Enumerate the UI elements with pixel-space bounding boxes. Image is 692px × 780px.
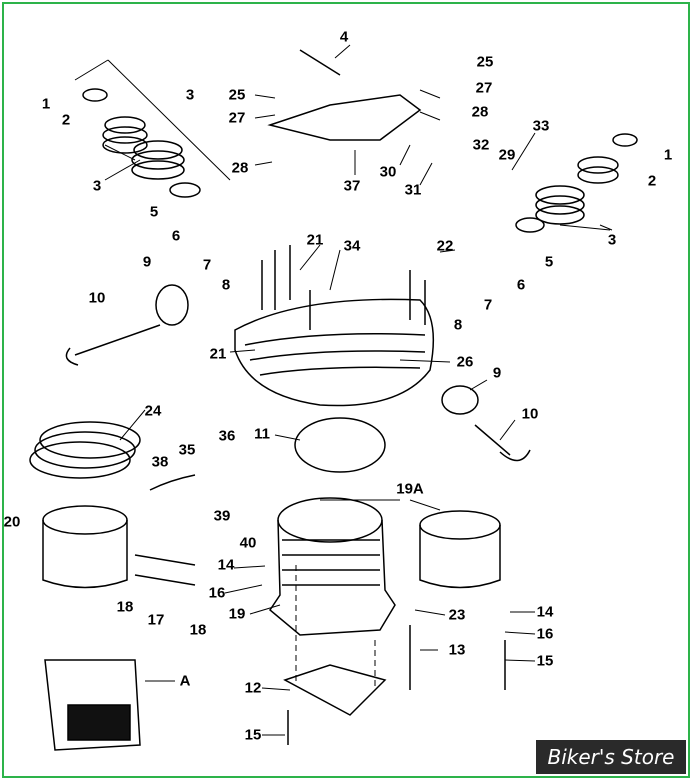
part-callout: 1 <box>663 146 673 164</box>
part-callout: 8 <box>453 316 463 334</box>
part-callout: 9 <box>492 364 502 382</box>
part-callout: 34 <box>343 237 361 255</box>
head-gasket <box>294 417 386 473</box>
part-callout: 5 <box>149 203 159 221</box>
part-callout: 13 <box>448 641 466 659</box>
rocker-bolt <box>299 49 341 76</box>
valve-left <box>65 324 161 366</box>
part-callout: 33 <box>532 117 550 135</box>
part-callout: 22 <box>436 237 454 255</box>
part-callout: 20 <box>3 513 21 531</box>
part-callout: 31 <box>404 181 422 199</box>
part-callout: 19 <box>228 605 246 623</box>
part-callout: 16 <box>208 584 226 602</box>
part-callout: 16 <box>536 625 554 643</box>
part-callout: 17 <box>147 611 165 629</box>
part-callout: 11 <box>254 425 270 443</box>
part-callout: 14 <box>217 556 235 574</box>
part-callout: 6 <box>516 276 526 294</box>
part-callout: 25 <box>228 86 246 104</box>
part-callout: 3 <box>607 231 617 249</box>
part-callout: 19A <box>396 480 424 498</box>
valve-spring-left <box>82 88 201 198</box>
part-callout: 38 <box>151 453 169 471</box>
part-callout: 3 <box>92 177 102 195</box>
cylinder <box>269 497 396 636</box>
part-callout: 10 <box>521 405 539 423</box>
part-callout: 10 <box>88 289 106 307</box>
part-callout: 23 <box>448 606 466 624</box>
part-callout: 35 <box>178 441 196 459</box>
part-callout: 12 <box>244 679 262 697</box>
part-callout: 14 <box>536 603 554 621</box>
base-gasket <box>283 664 387 716</box>
part-callout: 2 <box>61 111 71 129</box>
piston-right <box>419 510 501 589</box>
part-callout: 26 <box>456 353 474 371</box>
stud <box>287 625 506 745</box>
part-callout: 15 <box>244 726 262 744</box>
part-callout: 21 <box>306 231 324 249</box>
part-callout: 28 <box>231 159 249 177</box>
valve-guide-left <box>155 284 189 326</box>
part-callout: 36 <box>218 427 236 445</box>
valve-right <box>474 424 531 462</box>
part-callout: 18 <box>116 598 134 616</box>
part-callout: 24 <box>144 402 162 420</box>
oil-hose <box>149 474 196 491</box>
wrist-pin <box>134 554 196 586</box>
part-callout: 25 <box>476 53 494 71</box>
part-callout: 28 <box>471 103 489 121</box>
part-callout: 30 <box>379 163 397 181</box>
part-callout: 8 <box>221 276 231 294</box>
rocker-arm <box>267 94 422 141</box>
part-callout: 15 <box>536 652 554 670</box>
part-callout: 18 <box>189 621 207 639</box>
part-callout: 27 <box>228 109 246 127</box>
part-callout: 6 <box>171 227 181 245</box>
part-callout: A <box>179 672 191 690</box>
gasket-kit-box <box>44 659 141 751</box>
part-callout: 2 <box>647 172 657 190</box>
part-callout: 7 <box>202 256 212 274</box>
valve-guide-right <box>441 385 479 415</box>
leader-lines <box>74 44 613 736</box>
part-callout: 27 <box>475 79 493 97</box>
cylinder-head <box>234 245 435 407</box>
piston-left <box>42 505 128 589</box>
part-callout: 1 <box>41 95 51 113</box>
part-callout: 37 <box>343 177 361 195</box>
part-callout: 9 <box>142 253 152 271</box>
part-callout: 32 <box>472 136 490 154</box>
part-callout: 5 <box>544 253 554 271</box>
part-callout: 29 <box>498 146 516 164</box>
valve-spring-right <box>515 133 638 233</box>
part-callout: 39 <box>213 507 231 525</box>
piston-rings <box>29 421 141 479</box>
part-callout: 40 <box>239 534 257 552</box>
part-callout: 3 <box>185 86 195 104</box>
part-callout: 7 <box>483 296 493 314</box>
watermark: Biker's Store <box>536 740 686 774</box>
part-callout: 21 <box>209 345 227 363</box>
part-callout: 4 <box>339 28 349 46</box>
